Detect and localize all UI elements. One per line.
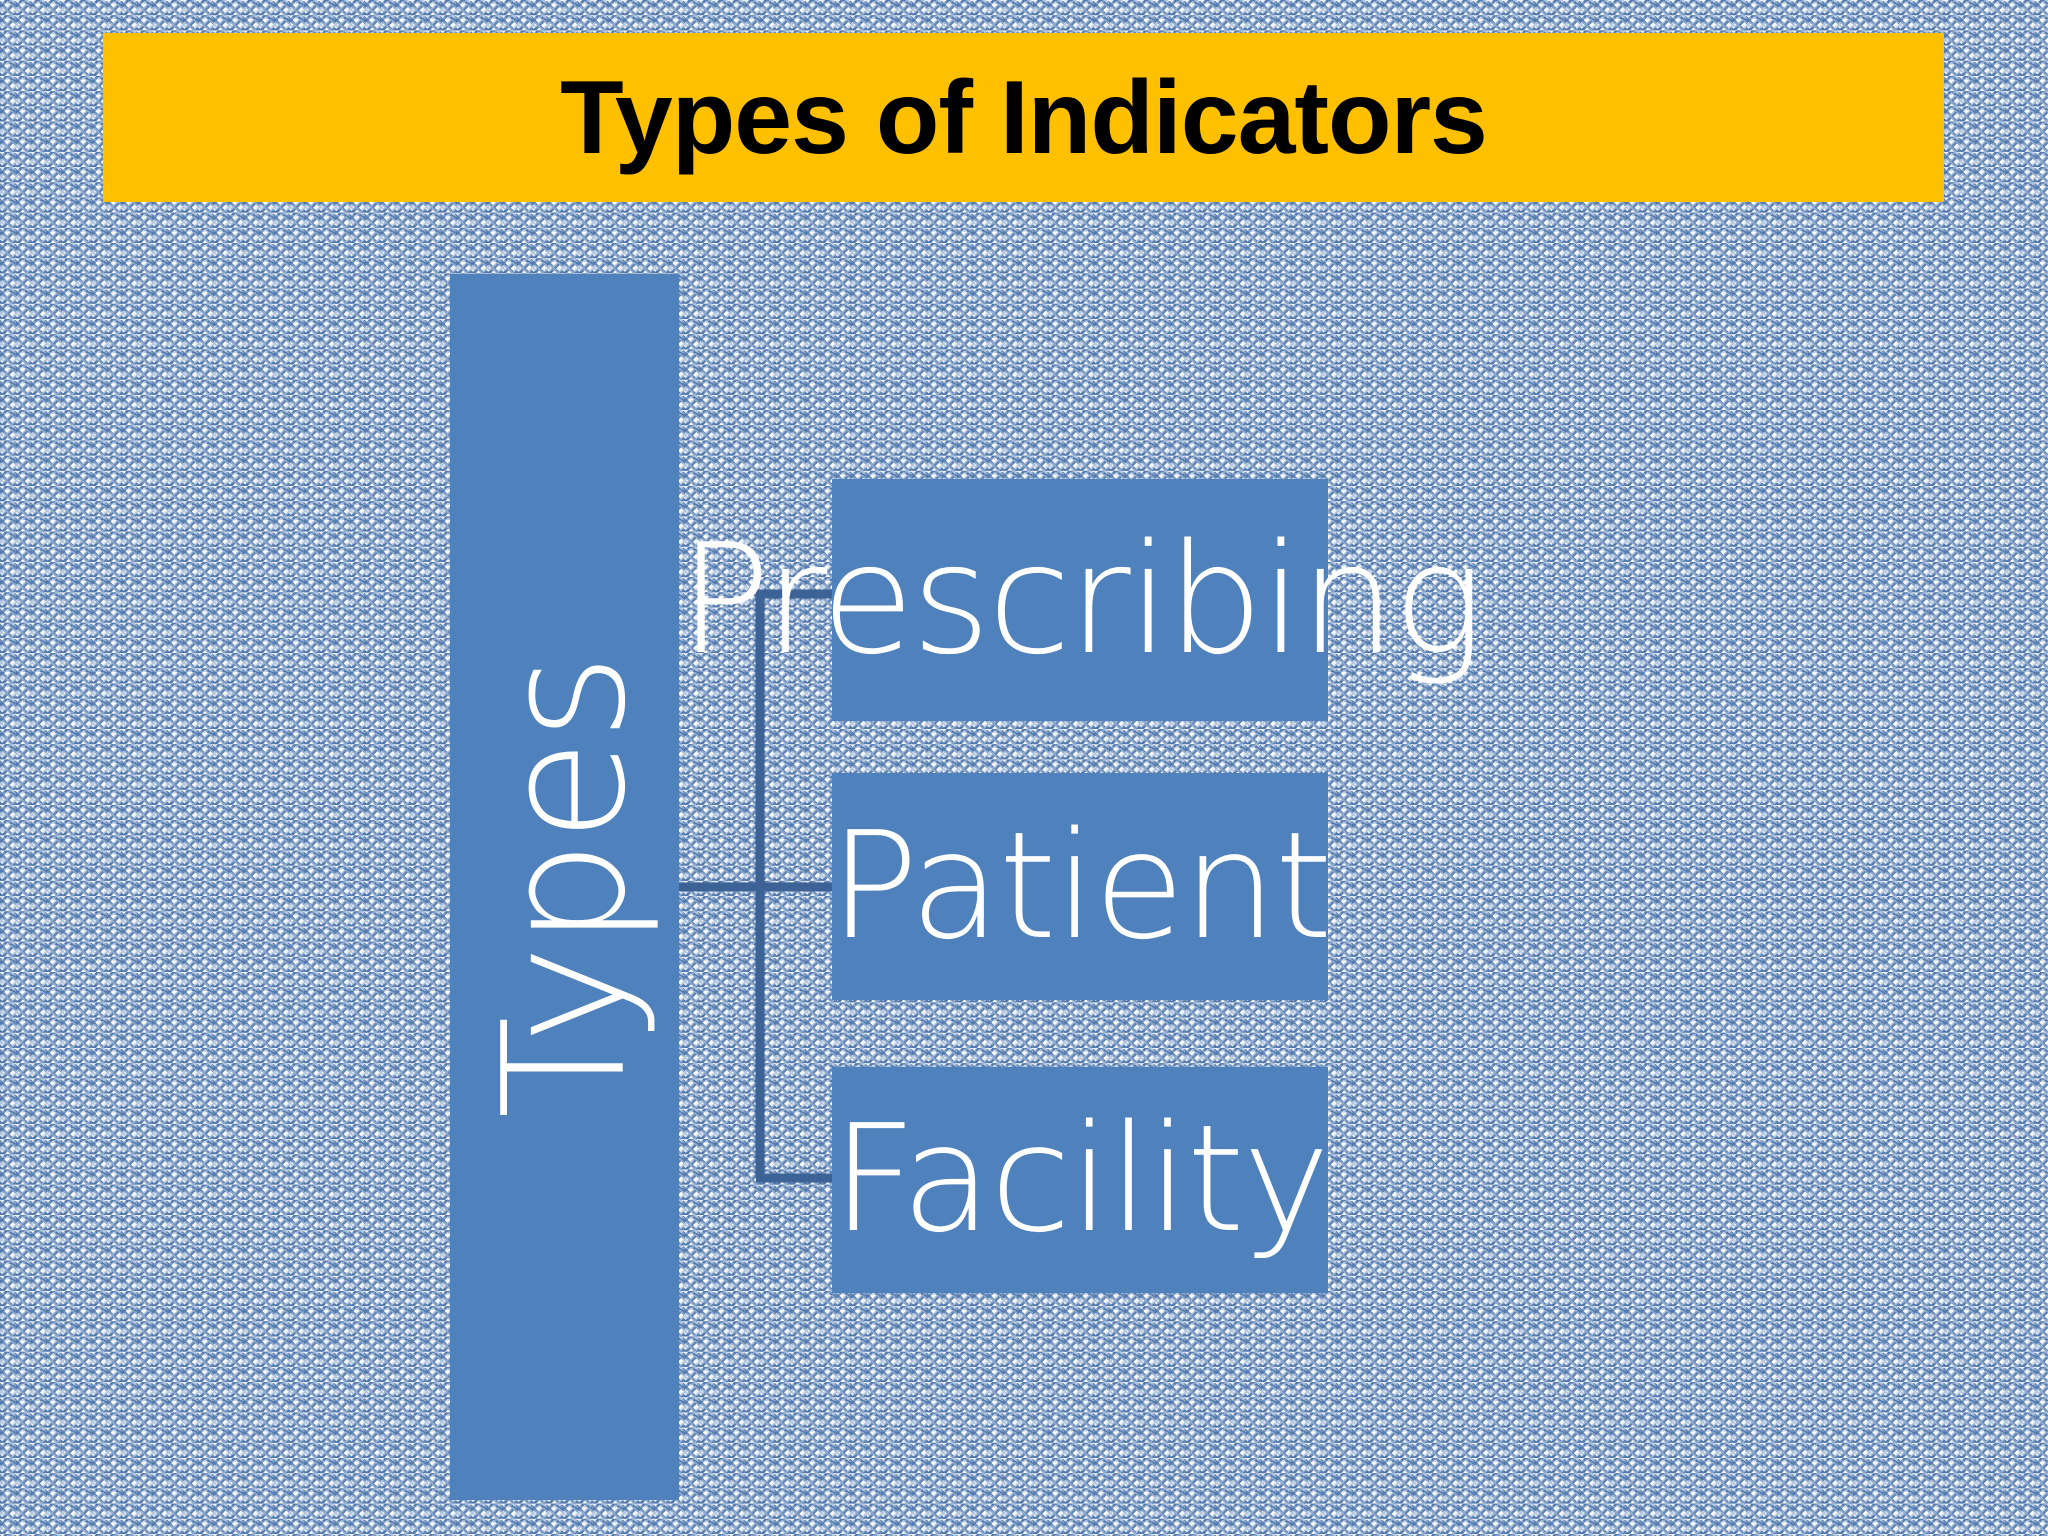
branch-node-patient[interactable]: Patient [829, 773, 1333, 1000]
title-banner: Types of Indicators [103, 33, 1944, 202]
branch-node-prescribing[interactable]: Prescribing [679, 479, 1484, 721]
root-node-types[interactable]: Types [450, 274, 679, 1500]
branch-node-label: Prescribing [678, 511, 1484, 689]
page-title: Types of Indicators [560, 59, 1488, 176]
branch-node-label: Facility [831, 1093, 1331, 1266]
branch-node-facility[interactable]: Facility [831, 1067, 1331, 1293]
branch-node-label: Patient [829, 799, 1332, 972]
root-node-label: Types [466, 655, 663, 1119]
